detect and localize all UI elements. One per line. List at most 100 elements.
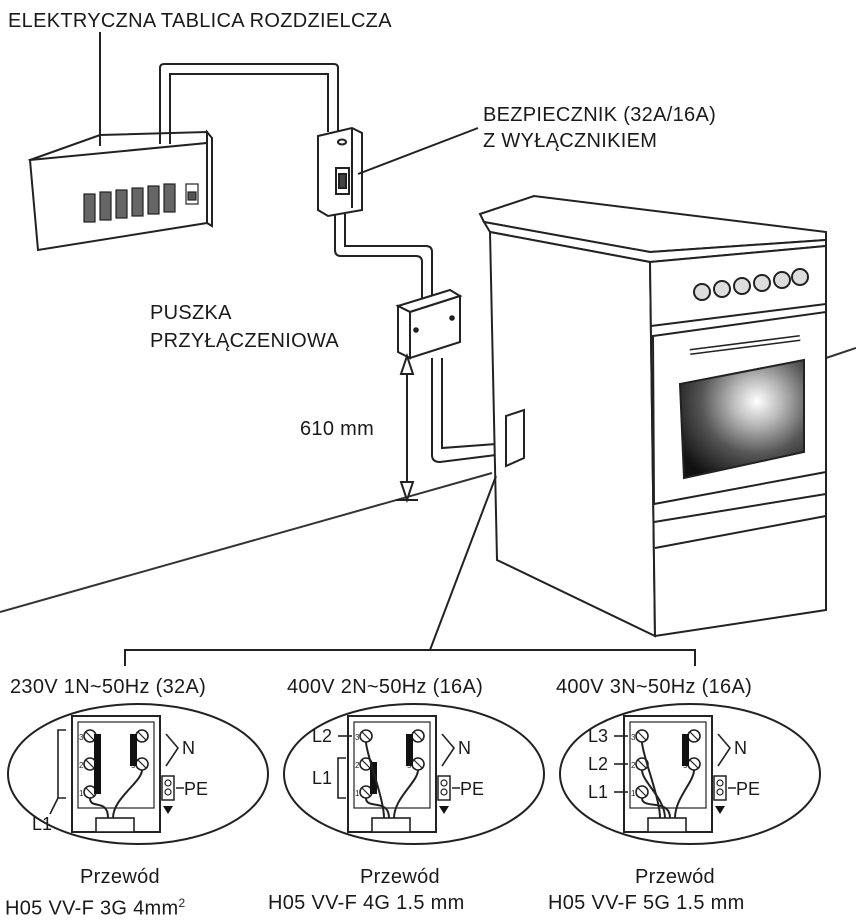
terminal-diagram-1: 32145PENL1	[7, 703, 269, 845]
pe-label: PE	[736, 779, 760, 799]
n-brace	[441, 733, 456, 767]
wire	[641, 741, 661, 819]
terminal-number: 3	[631, 733, 636, 742]
ground-symbol-icon	[163, 806, 173, 814]
terminal-number: 2	[355, 761, 360, 770]
fuse-label-line2: Z WYŁĄCZNIKIEM	[483, 130, 658, 152]
terminal-number: 1	[631, 789, 636, 798]
screw-slot	[413, 731, 423, 741]
cable-clamp	[371, 817, 411, 833]
pe-label: PE	[460, 779, 484, 799]
fuse-leader	[357, 127, 479, 175]
terminal-number: 1	[79, 789, 84, 798]
n-label: N	[458, 738, 471, 758]
terminal-block-inner	[353, 721, 431, 809]
screw-slot	[137, 731, 147, 741]
config-title-1: 230V 1N~50Hz (32A)	[10, 676, 207, 698]
phase-label: L2	[312, 726, 332, 746]
conduit-box-to-cooker	[431, 358, 497, 464]
terminal-block-inner	[629, 721, 707, 809]
terminal-number: 2	[631, 761, 636, 770]
terminal-number: 3	[79, 733, 84, 742]
terminal-number: 3	[355, 733, 360, 742]
screw-slot	[361, 787, 371, 797]
screw-slot	[413, 759, 423, 769]
phase-label: L1	[588, 782, 608, 802]
cable-spec-text-1: H05 VV-F 3G 4mm	[5, 897, 179, 920]
screw-slot	[85, 787, 95, 797]
terminal-diagrams: 32145PENL132145PENL2L132145PENL3L2L1	[7, 703, 821, 845]
junction-box	[395, 288, 463, 360]
cable-spec-sup-1: 2	[178, 896, 186, 910]
fuse-label-line1: BEZPIECZNIK (32A/16A)	[483, 104, 717, 126]
bridge-bar	[94, 734, 101, 794]
conduit-panel-to-fuse	[159, 63, 339, 144]
screw-slot	[637, 759, 647, 769]
phase-label: L1	[32, 814, 52, 834]
terminal-number: 2	[79, 761, 84, 770]
height-dimension	[396, 352, 418, 504]
n-label: N	[734, 738, 747, 758]
wire	[641, 769, 666, 819]
screw-slot	[361, 759, 371, 769]
pe-screw	[440, 779, 448, 787]
cable-word-1: Przewód	[80, 866, 160, 888]
floor-line	[0, 472, 493, 613]
wire	[674, 769, 695, 819]
junction-box-label-line2: PRZYŁĄCZENIOWA	[150, 330, 340, 352]
fuse-switch	[317, 126, 363, 218]
height-label: 610 mm	[300, 418, 375, 440]
cable-word-3: Przewód	[635, 866, 715, 888]
screw-slot	[85, 731, 95, 741]
config-title-2: 400V 2N~50Hz (16A)	[287, 676, 484, 698]
pe-screw	[440, 788, 448, 796]
cable-spec-3: H05 VV-F 5G 1.5 mm	[548, 892, 745, 914]
bridge-bar	[406, 734, 413, 766]
pe-screw	[716, 788, 724, 796]
terminal-number: 1	[355, 789, 360, 798]
phase-bracket	[57, 729, 66, 799]
panel-label: ELEKTRYCZNA TABLICA ROZDZIELCZA	[8, 10, 392, 32]
phase-bracket	[337, 757, 346, 799]
screw-slot	[689, 759, 699, 769]
phase-label: L2	[588, 754, 608, 774]
wall-edge-line	[825, 347, 856, 359]
wire	[641, 797, 671, 819]
ground-symbol-icon	[439, 806, 449, 814]
cable-word-2: Przewód	[360, 866, 440, 888]
n-brace	[717, 733, 732, 767]
connection-leader	[429, 475, 497, 651]
cable-clamp	[647, 817, 687, 833]
pe-label: PE	[184, 779, 208, 799]
screw-slot	[137, 759, 147, 769]
pe-screw	[164, 788, 172, 796]
distribution-panel	[27, 129, 213, 252]
terminal-diagram-3: 32145PENL3L2L1	[559, 703, 821, 845]
phase-leader	[49, 797, 59, 815]
electric-cooker	[478, 194, 827, 638]
phase-label: L3	[588, 726, 608, 746]
junction-box-label-line1: PUSZKA	[150, 302, 232, 324]
cable-clamp	[95, 817, 135, 833]
screw-slot	[85, 759, 95, 769]
cable-spec-1: H05 VV-F 3G 4mm2	[5, 892, 185, 920]
cable-spec-2: H05 VV-F 4G 1.5 mm	[268, 892, 465, 914]
screw-slot	[637, 787, 647, 797]
n-brace	[165, 733, 180, 767]
bridge-bar	[370, 762, 377, 794]
config-title-3: 400V 3N~50Hz (16A)	[556, 676, 753, 698]
config-bracket	[124, 649, 696, 666]
screw-slot	[689, 731, 699, 741]
screw-slot	[637, 731, 647, 741]
pe-screw	[164, 779, 172, 787]
ground-symbol-icon	[715, 806, 725, 814]
wire	[365, 741, 385, 819]
pe-screw	[716, 779, 724, 787]
phase-label: L1	[312, 768, 332, 788]
wire	[365, 797, 390, 819]
wire	[89, 797, 109, 819]
terminal-diagram-2: 32145PENL2L1	[283, 703, 545, 845]
n-label: N	[182, 738, 195, 758]
